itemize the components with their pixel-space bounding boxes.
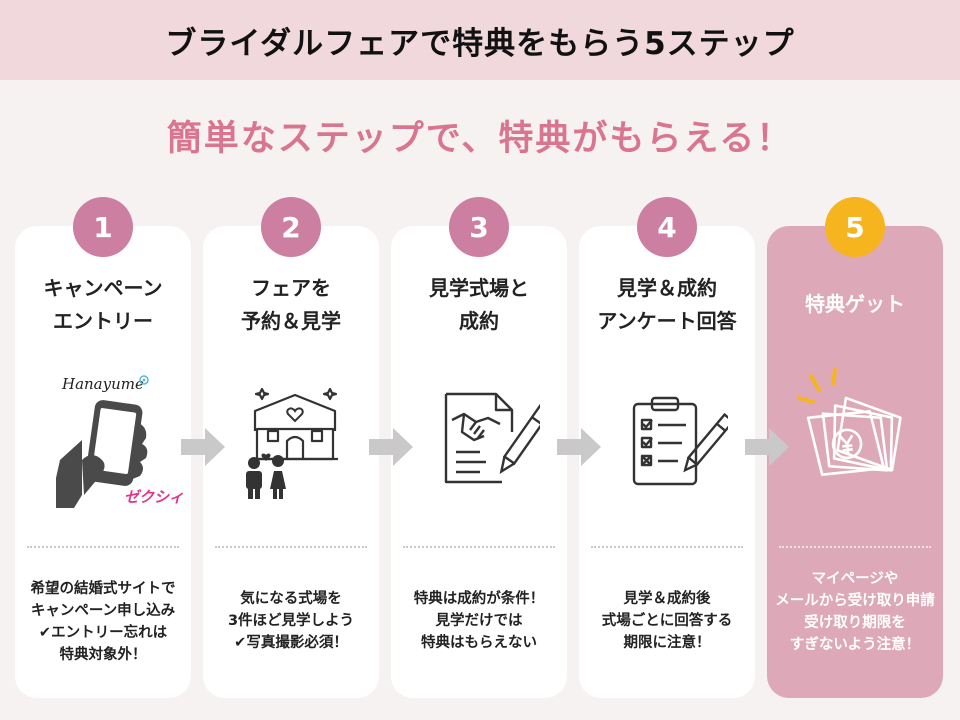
step-card-1: キャンペーン エントリー 希望の結婚式サイトで キャンペーン申し込み ✔エントリ… (15, 226, 191, 698)
step-1-desc-line: ✔エントリー忘れは (38, 625, 168, 641)
step-2-desc-line: 気になる式場を (240, 591, 342, 607)
step-3-desc-line: 見学だけでは (435, 613, 523, 629)
step-card-2: フェアを 予約＆見学 気になる式場を 3件ほど見学しよう ✔写真撮影必須！ (203, 226, 379, 698)
handshake-contract-icon (444, 392, 540, 484)
step-1-description: 希望の結婚式サイトで キャンペーン申し込み ✔エントリー忘れは 特典対象外！ (15, 578, 191, 666)
step-5-title: 特典ゲット (767, 288, 943, 321)
step-3-desc-line: 特典はもらえない (421, 635, 537, 651)
subtitle: 簡単なステップで、特典がもらえる！ (166, 119, 794, 159)
step-2-desc-line: 3件ほど見学しよう (227, 613, 355, 629)
step-1-title-line: エントリー (53, 309, 153, 333)
step-2-title: フェアを 予約＆見学 (203, 272, 379, 338)
step-1-desc-line: 希望の結婚式サイトで (30, 581, 176, 597)
step-5-desc-line: 受け取り期限を (804, 615, 906, 631)
step-divider (27, 546, 179, 548)
step-5-desc-line: メールから受け取り申請 (775, 593, 935, 609)
phone-in-hand-icon (56, 400, 148, 508)
step-4-title: 見学＆成約 アンケート回答 (579, 272, 755, 338)
step-divider (779, 546, 931, 548)
step-4-title-line: アンケート回答 (597, 309, 737, 333)
arrow-right-icon (557, 428, 601, 466)
step-divider (215, 546, 367, 548)
step-1-desc-line: キャンペーン申し込み (30, 603, 176, 619)
step-badge-4: 4 (637, 197, 697, 257)
step-3-desc-line: 特典は成約が条件！ (413, 591, 545, 607)
step-5-description: マイページや メールから受け取り申請 受け取り期限を すぎないよう注意！ (767, 568, 943, 656)
step-1-desc-line: 特典対象外！ (59, 647, 147, 663)
wedding-chapel-couple-icon (246, 387, 338, 499)
step-1-title: キャンペーン エントリー (15, 272, 191, 338)
step-2-description: 気になる式場を 3件ほど見学しよう ✔写真撮影必須！ (203, 588, 379, 654)
step-4-desc-line: 期限に注意！ (623, 635, 711, 651)
step-1-title-line: キャンペーン (43, 276, 163, 300)
flower-icon (139, 375, 149, 385)
step-3-title: 見学式場と 成約 (391, 272, 567, 338)
step-divider (403, 546, 555, 548)
step-5-desc-line: すぎないよう注意！ (789, 637, 921, 653)
step-badge-1: 1 (73, 197, 133, 257)
step-4-desc-line: 式場ごとに回答する (601, 613, 733, 629)
page-title: ブライダルフェアで特典をもらう5ステップ (165, 25, 795, 62)
step-3-title-line: 見学式場と (429, 276, 529, 300)
step-5-title-line: 特典ゲット (805, 292, 905, 316)
step-2-title-line: 予約＆見学 (241, 309, 341, 333)
step-2-title-line: フェアを (251, 276, 331, 300)
step-3-title-line: 成約 (459, 309, 499, 333)
zexy-logo: ゼクシィ (124, 488, 185, 506)
yen-bills-icon (797, 368, 902, 476)
header-banner: ブライダルフェアで特典をもらう5ステップ (0, 0, 960, 80)
arrow-right-icon (745, 428, 789, 466)
step-4-description: 見学＆成約後 式場ごとに回答する 期限に注意！ (579, 588, 755, 654)
step-card-3: 見学式場と 成約 特典は成約が条件！ 見学だけでは 特典はもらえない (391, 226, 567, 698)
step-badge-2: 2 (261, 197, 321, 257)
step-4-title-line: 見学＆成約 (617, 276, 717, 300)
step-divider (591, 546, 743, 548)
step-2-desc-line: ✔写真撮影必須！ (234, 635, 348, 651)
clipboard-checklist-icon (632, 396, 728, 486)
step-badge-3: 3 (449, 197, 509, 257)
hanayume-logo: Hanayume (62, 375, 144, 393)
step-3-description: 特典は成約が条件！ 見学だけでは 特典はもらえない (391, 588, 567, 654)
step-5-desc-line: マイページや (811, 571, 899, 587)
arrow-right-icon (181, 428, 225, 466)
arrow-right-icon (369, 428, 413, 466)
step-badge-5: 5 (825, 197, 885, 257)
step-4-desc-line: 見学＆成約後 (623, 591, 711, 607)
